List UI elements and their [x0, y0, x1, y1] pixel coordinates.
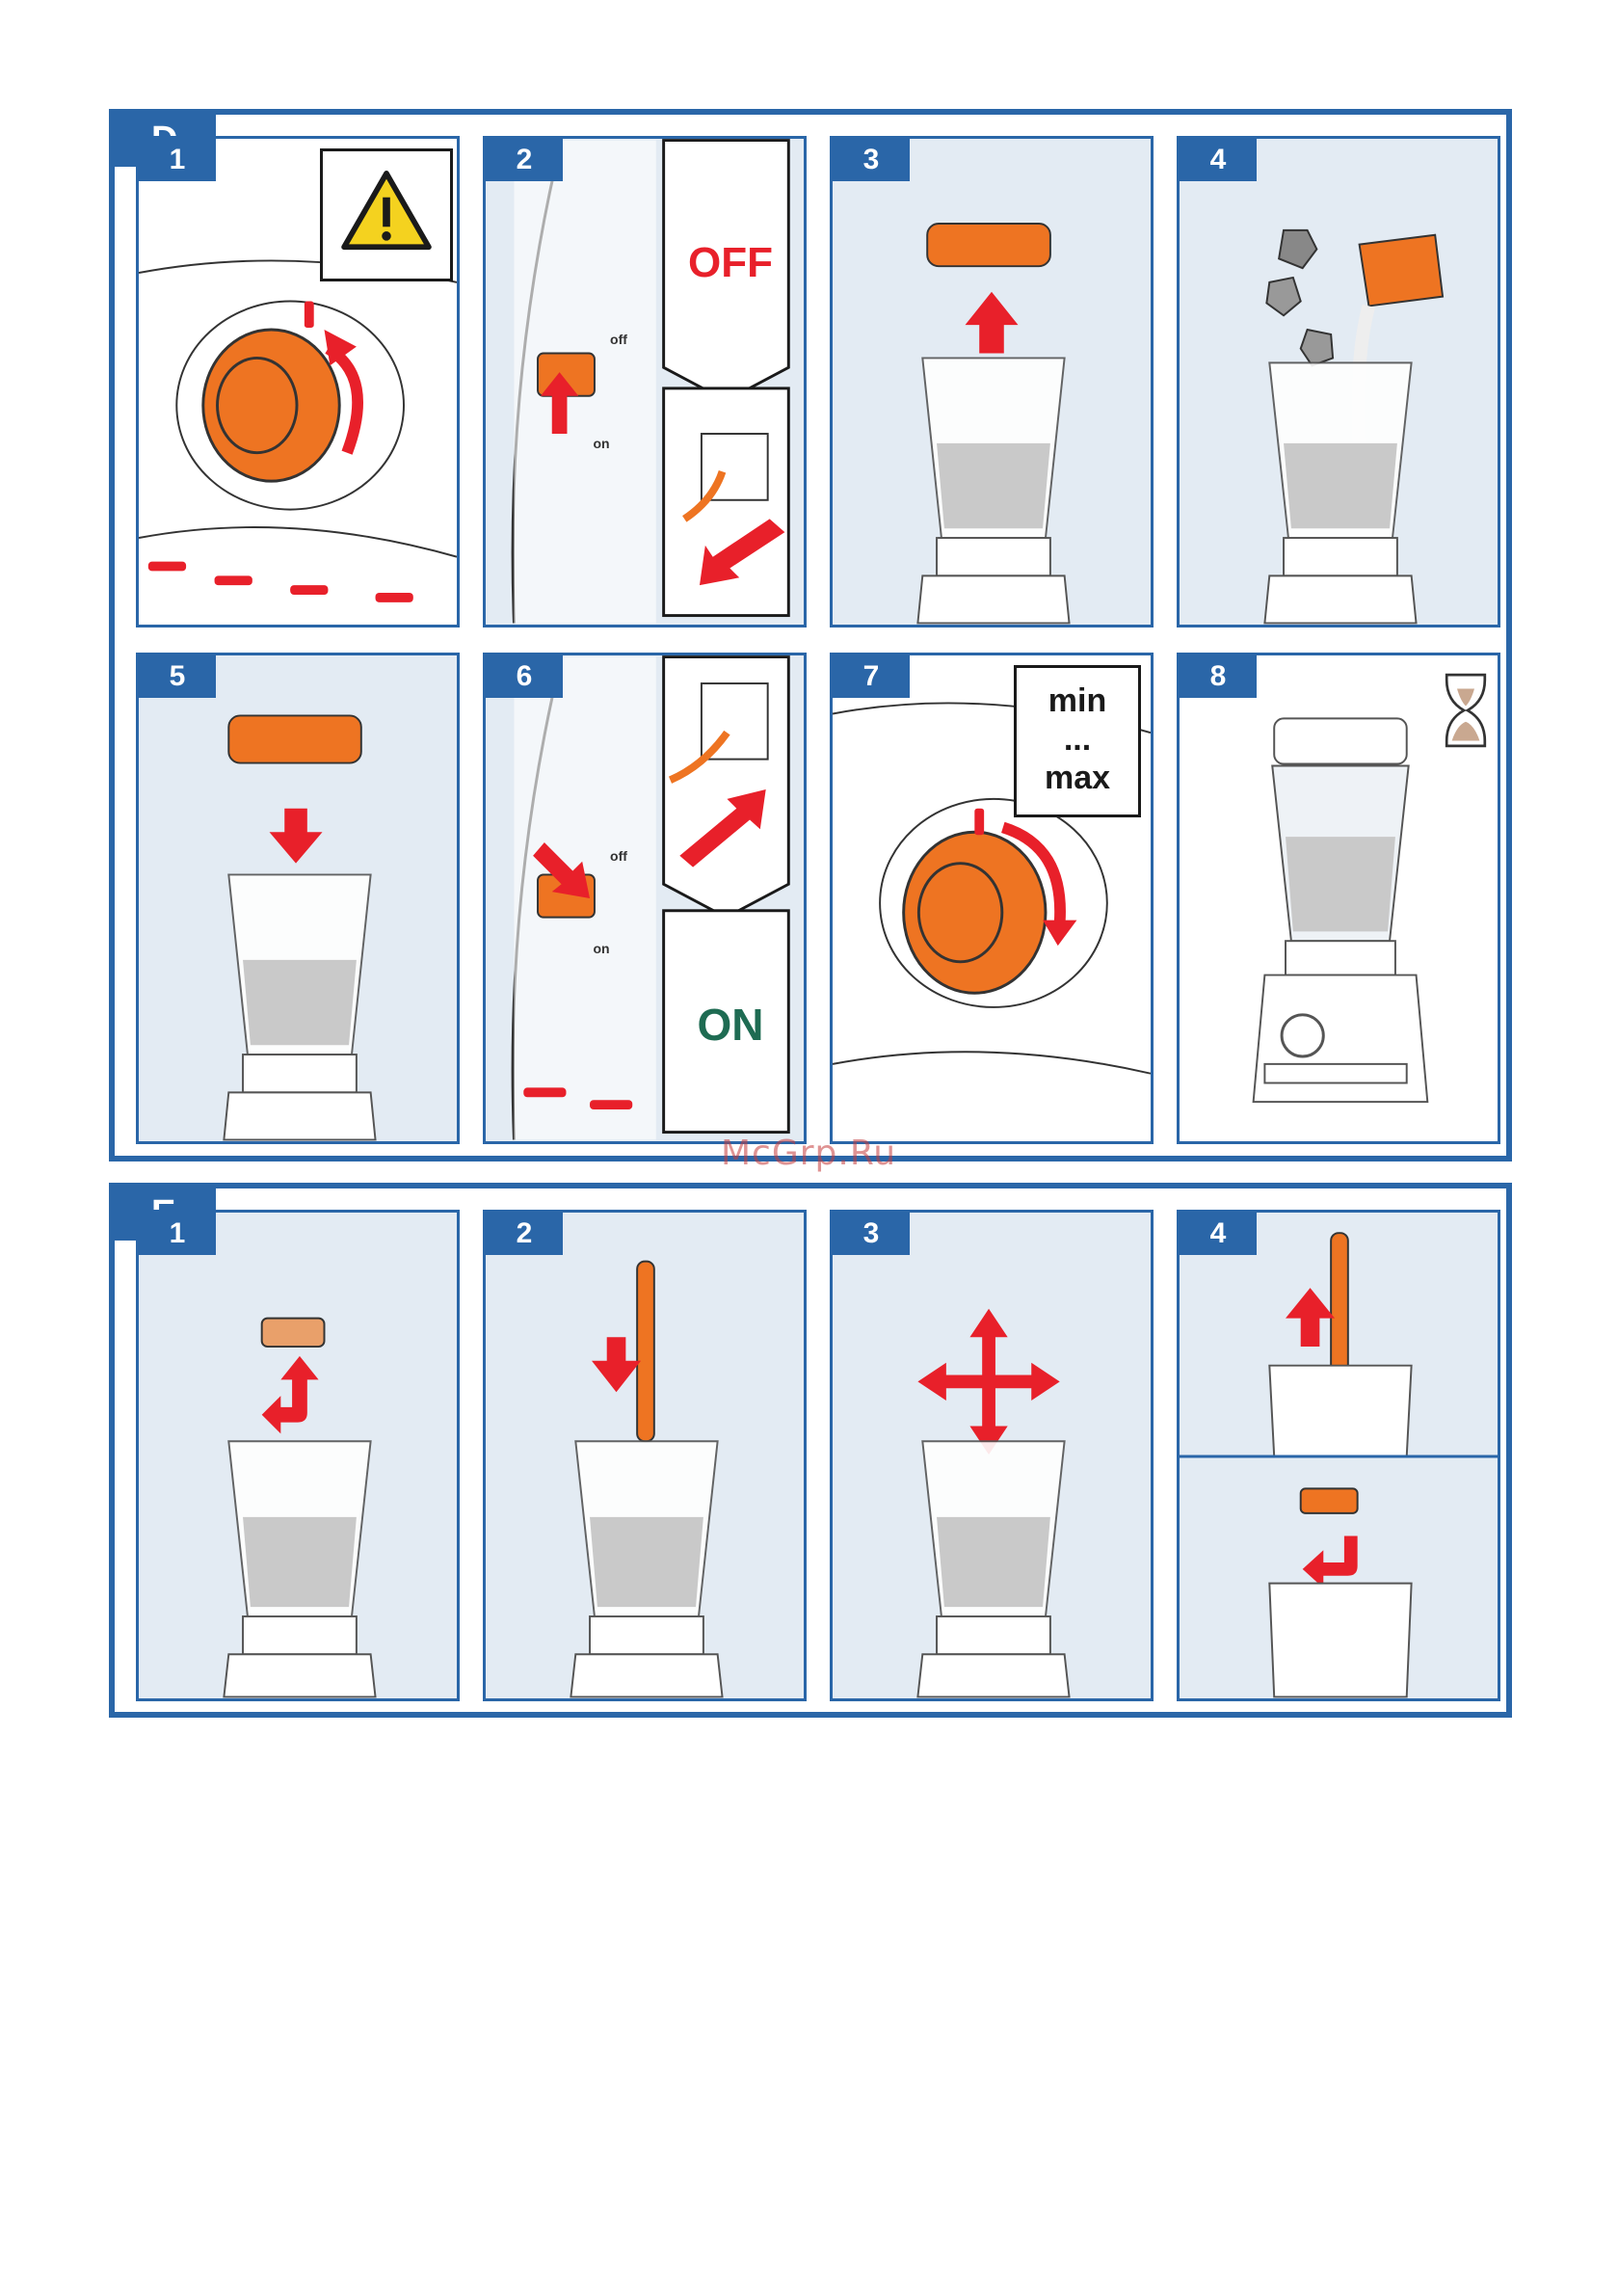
step-number: 2 [486, 139, 563, 181]
step-number: 8 [1180, 655, 1257, 698]
step-number: 4 [1180, 1213, 1257, 1255]
remove-tamper-refit-lid-illustration [1180, 1213, 1498, 1698]
speed-max-label: max [1017, 759, 1138, 797]
step-number: 2 [486, 1213, 563, 1255]
panel-d1: 1 [136, 136, 460, 627]
panel-d8: 8 [1177, 653, 1500, 1144]
panel-e3: 3 [830, 1210, 1154, 1701]
switch-label-off: off [599, 332, 638, 347]
add-ingredients-illustration [1180, 139, 1498, 625]
off-word: OFF [667, 239, 794, 287]
speed-ellipsis: ... [1017, 720, 1138, 759]
hourglass-icon [1440, 669, 1492, 752]
step-number: 3 [833, 1213, 910, 1255]
on-word: ON [667, 999, 794, 1051]
switch-label-off: off [599, 848, 638, 864]
warning-icon [326, 151, 447, 273]
panel-d3: 3 [830, 136, 1154, 627]
step-number: 6 [486, 655, 563, 698]
section-e: E 1 2 3 [109, 1183, 1512, 1718]
speed-range-box: min ... max [1014, 665, 1141, 817]
remove-lid-illustration [833, 139, 1151, 625]
fit-lid-illustration [139, 655, 457, 1141]
panel-e1: 1 [136, 1210, 460, 1701]
insert-tamper-illustration [486, 1213, 804, 1698]
step-number: 3 [833, 139, 910, 181]
panel-e4: 4 [1177, 1210, 1500, 1701]
step-number: 1 [139, 139, 216, 181]
panel-d5: 5 [136, 653, 460, 1144]
speed-min-label: min [1017, 681, 1138, 720]
step-number: 1 [139, 1213, 216, 1255]
plug-in-switch-on-illustration [486, 655, 804, 1141]
switch-off-unplug-illustration [486, 139, 804, 625]
remove-lid-insert-illustration [139, 1213, 457, 1698]
move-tamper-illustration [833, 1213, 1151, 1698]
section-d: D 1 [109, 109, 1512, 1161]
step-number: 4 [1180, 139, 1257, 181]
panel-d4: 4 [1177, 136, 1500, 627]
step-number: 7 [833, 655, 910, 698]
watermark: McGrp.Ru [721, 1134, 896, 1173]
switch-label-on: on [582, 941, 621, 956]
warning-box [320, 148, 453, 281]
step-number: 5 [139, 655, 216, 698]
switch-label-on: on [582, 436, 621, 451]
panel-d2: 2 off on OFF [483, 136, 807, 627]
panel-e2: 2 [483, 1210, 807, 1701]
panel-d6: 6 off on ON [483, 653, 807, 1144]
panel-d7: 7 min ... max [830, 653, 1154, 1144]
